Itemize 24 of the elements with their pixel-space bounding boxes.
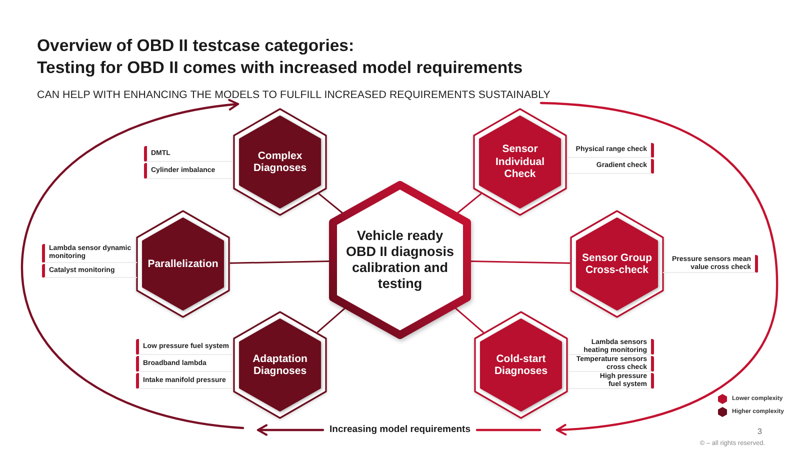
cycle-label: Increasing model requirements: [330, 424, 470, 435]
slide-title: Overview of OBD II testcase categories: Testing for OBD II comes with increased model requirements: [37, 35, 523, 78]
page-number: 3: [758, 427, 762, 436]
node-label: Parallelization: [148, 258, 218, 270]
node-label: Sensor Group Cross-check: [580, 252, 653, 276]
slide-subtitle: CAN HELP WITH ENHANCING THE MODELS TO FULFILL INCREASED REQUIREMENTS SUSTAINABLY: [37, 89, 550, 101]
connector-line: [316, 308, 346, 333]
connector-line: [230, 260, 330, 264]
hexagon-node: [136, 210, 230, 318]
connector-line: [470, 260, 570, 264]
node-label: Adaptation Diagnoses: [252, 352, 308, 378]
connector-line: [457, 193, 482, 214]
node-label: Sensor Individual Check: [494, 143, 546, 181]
connector-line: [454, 308, 484, 334]
hexagon-node: [570, 210, 664, 318]
hexagon-node: [473, 108, 567, 216]
central-hexagon: [329, 181, 471, 339]
hexagon-node: [474, 311, 568, 419]
node-label: Vehicle ready OBD II diagnosis calibration and testing: [344, 228, 455, 292]
hexagon-node: [233, 311, 327, 419]
hexagon-node: [233, 108, 327, 216]
node-label: Cold-start Diagnoses: [493, 352, 549, 378]
connector-line: [318, 193, 343, 214]
node-label: Complex Diagnoses: [252, 150, 308, 174]
